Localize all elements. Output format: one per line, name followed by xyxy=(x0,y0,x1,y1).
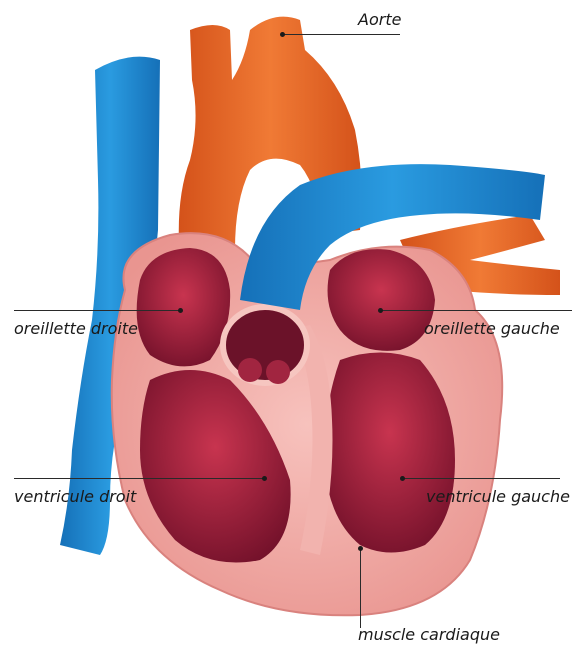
aorte-dot xyxy=(280,32,285,37)
label-ventricule-droit: ventricule droit xyxy=(14,489,136,505)
ventricule-droit-leader xyxy=(14,478,264,479)
ventricule-gauche-dot xyxy=(400,476,405,481)
ventricule-droit-dot xyxy=(262,476,267,481)
label-oreillette-droite: oreillette droite xyxy=(14,321,138,337)
label-ventricule-gauche: ventricule gauche xyxy=(426,489,570,505)
label-oreillette-gauche: oreillette gauche xyxy=(424,321,560,337)
muscle-cardiaque-leader xyxy=(360,548,361,628)
muscle-cardiaque-dot xyxy=(358,546,363,551)
oreillette-gauche-dot xyxy=(378,308,383,313)
aorte-leader xyxy=(282,34,400,35)
ventricule-gauche-leader xyxy=(402,478,560,479)
right-atrium-chamber xyxy=(137,248,231,366)
oreillette-droite-leader xyxy=(14,310,180,311)
left-ventricle-chamber xyxy=(325,353,455,553)
label-aorte: Aorte xyxy=(358,12,401,28)
aortic-valve xyxy=(223,307,307,383)
oreillette-droite-dot xyxy=(178,308,183,313)
oreillette-gauche-leader xyxy=(380,310,572,311)
label-muscle-cardiaque: muscle cardiaque xyxy=(358,627,500,643)
